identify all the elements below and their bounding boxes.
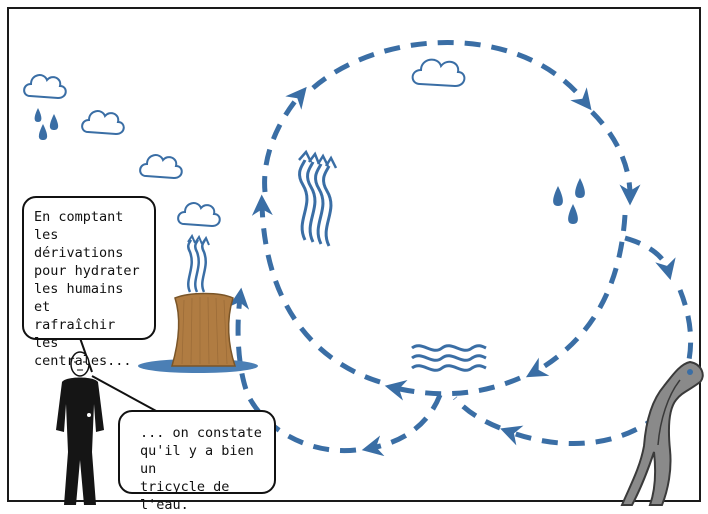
cycle-arc-bottom <box>395 378 520 394</box>
speech-tail-2 <box>92 376 158 412</box>
character-figure <box>56 352 104 505</box>
cloud-icon <box>140 155 182 178</box>
water-waves-icon <box>412 346 486 371</box>
steam-icon <box>188 236 209 292</box>
loop-arc-bottom-right <box>455 398 500 428</box>
loop-arc-right <box>625 238 668 270</box>
steam-icon <box>299 152 336 246</box>
cloud-icon <box>178 203 220 226</box>
speech-bubble-2: ... on constate qu'il y a bien un tricyc… <box>118 410 276 494</box>
cycle-arc-right-lower <box>535 215 625 372</box>
cycle-arc-left <box>265 95 300 192</box>
loop-arc-center <box>372 395 440 448</box>
cloud-icon <box>24 75 66 98</box>
speech-bubble-1: En comptant les dérivations pour hydrate… <box>22 196 156 340</box>
alien-figure <box>622 362 703 505</box>
cloud-icon <box>413 60 465 86</box>
cloud-icon <box>82 111 124 134</box>
cycle-arc-right <box>592 112 630 195</box>
cycle-arc-left-lower <box>262 205 380 382</box>
